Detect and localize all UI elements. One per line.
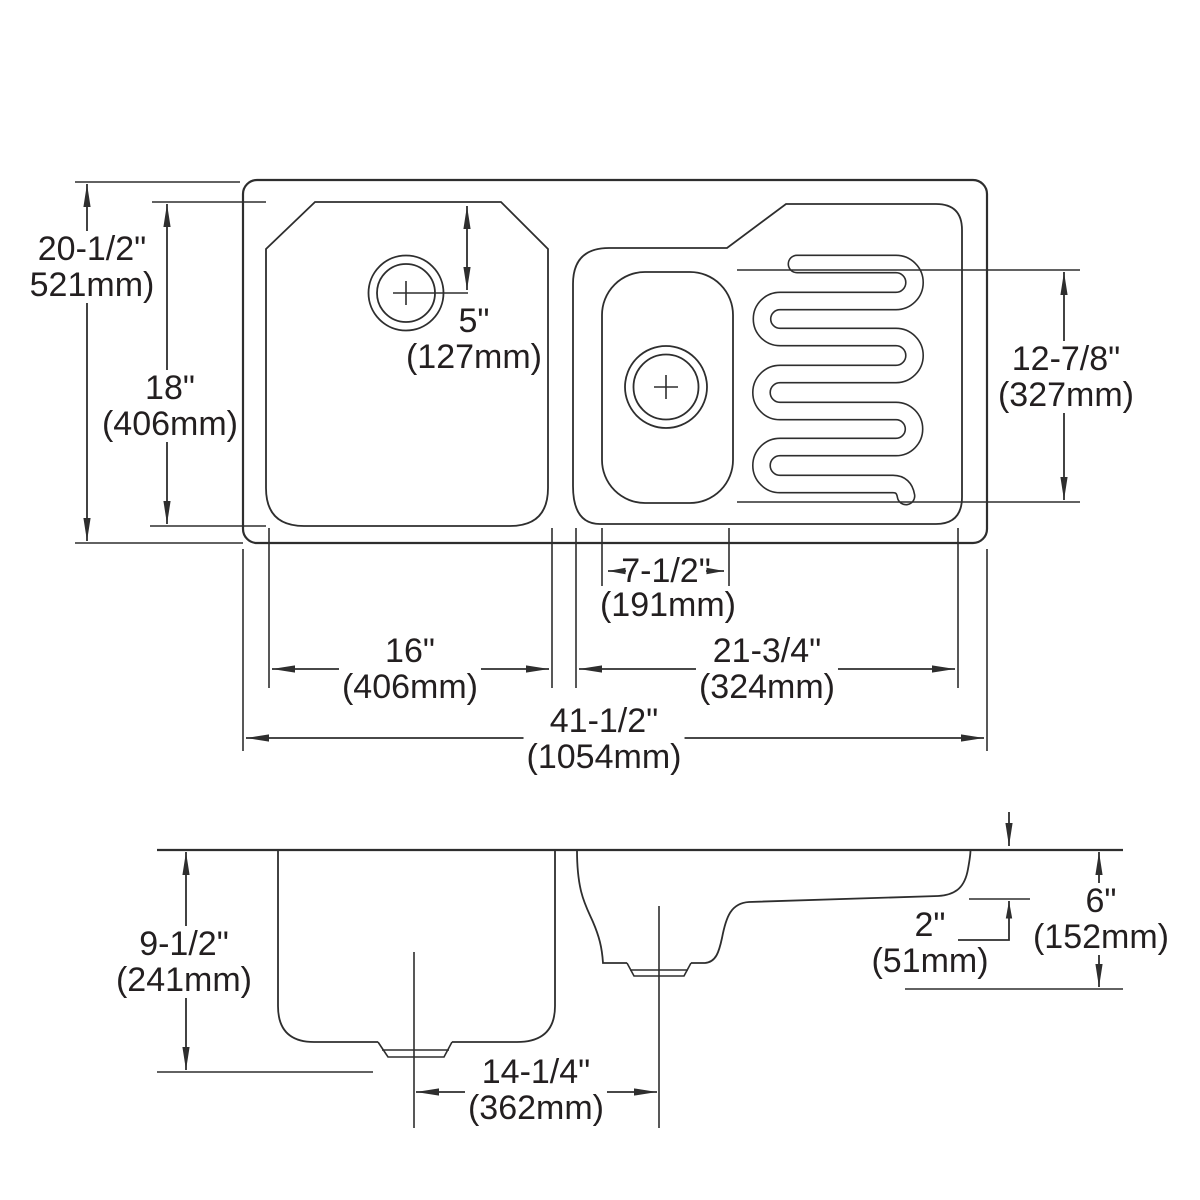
small-bowl-drainboard-profile [576,849,972,964]
dim-large-bowl-front-to-back-label: 18" (406mm) [98,370,242,442]
dim-small-bowl-width-label: 7-1/2" [621,552,711,590]
dim-drainboard-drop-leader [958,901,1013,941]
small-bowl-outline [601,271,734,504]
dim-small-bowl-depth-label: 6" (152mm) [1029,883,1173,955]
large-bowl-drain [367,254,468,332]
dim-overall-front-to-back-label: 20-1/2" 521mm) [26,231,158,303]
small-bowl-drain [624,345,708,429]
plan-extension-lines [75,181,1080,751]
right-compartment-outline [572,203,963,525]
dim-small-bowl-width-metric-label: (191mm) [599,586,737,624]
plan-view [75,178,1080,751]
section-view [157,812,1123,1128]
sink-outer-rim [241,178,989,545]
large-bowl-drain-fitting [377,1041,453,1058]
dim-right-section-width-label: 21-3/4" (324mm) [695,633,839,705]
dim-drainboard-front-to-back-label: 12-7/8" (327mm) [994,341,1138,413]
section-extension-lines [157,898,1123,1128]
large-bowl-outline [265,201,549,527]
dim-overall-width-label: 41-1/2" (1054mm) [523,703,685,775]
large-bowl-profile [277,850,556,1043]
dim-drain-offset-label: 5" (127mm) [405,302,543,376]
dim-drainboard-drop-label: 2" (51mm) [871,906,989,980]
dim-large-bowl-depth-label: 9-1/2" (241mm) [112,926,256,998]
dim-large-bowl-width-label: 16" (406mm) [338,633,482,705]
drainboard-grooves [752,254,924,506]
dim-drain-spacing-label: 14-1/4" (362mm) [464,1054,608,1126]
